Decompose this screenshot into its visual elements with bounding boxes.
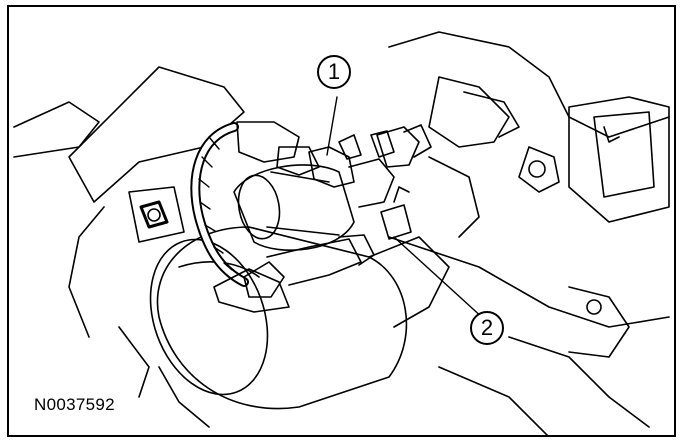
solenoid [233, 130, 412, 251]
battery-cable [190, 121, 375, 313]
terminal-connector [376, 124, 432, 168]
callout-2: 2 [470, 311, 504, 345]
leader-lines [326, 96, 485, 320]
callout-1-label: 1 [327, 59, 341, 84]
starter-solenoid-illustration [13, 31, 670, 435]
callout-2-label: 2 [480, 315, 494, 340]
figure-code: N0037592 [34, 395, 115, 414]
engine-block-outline [13, 31, 670, 435]
callout-1: 1 [317, 55, 351, 89]
